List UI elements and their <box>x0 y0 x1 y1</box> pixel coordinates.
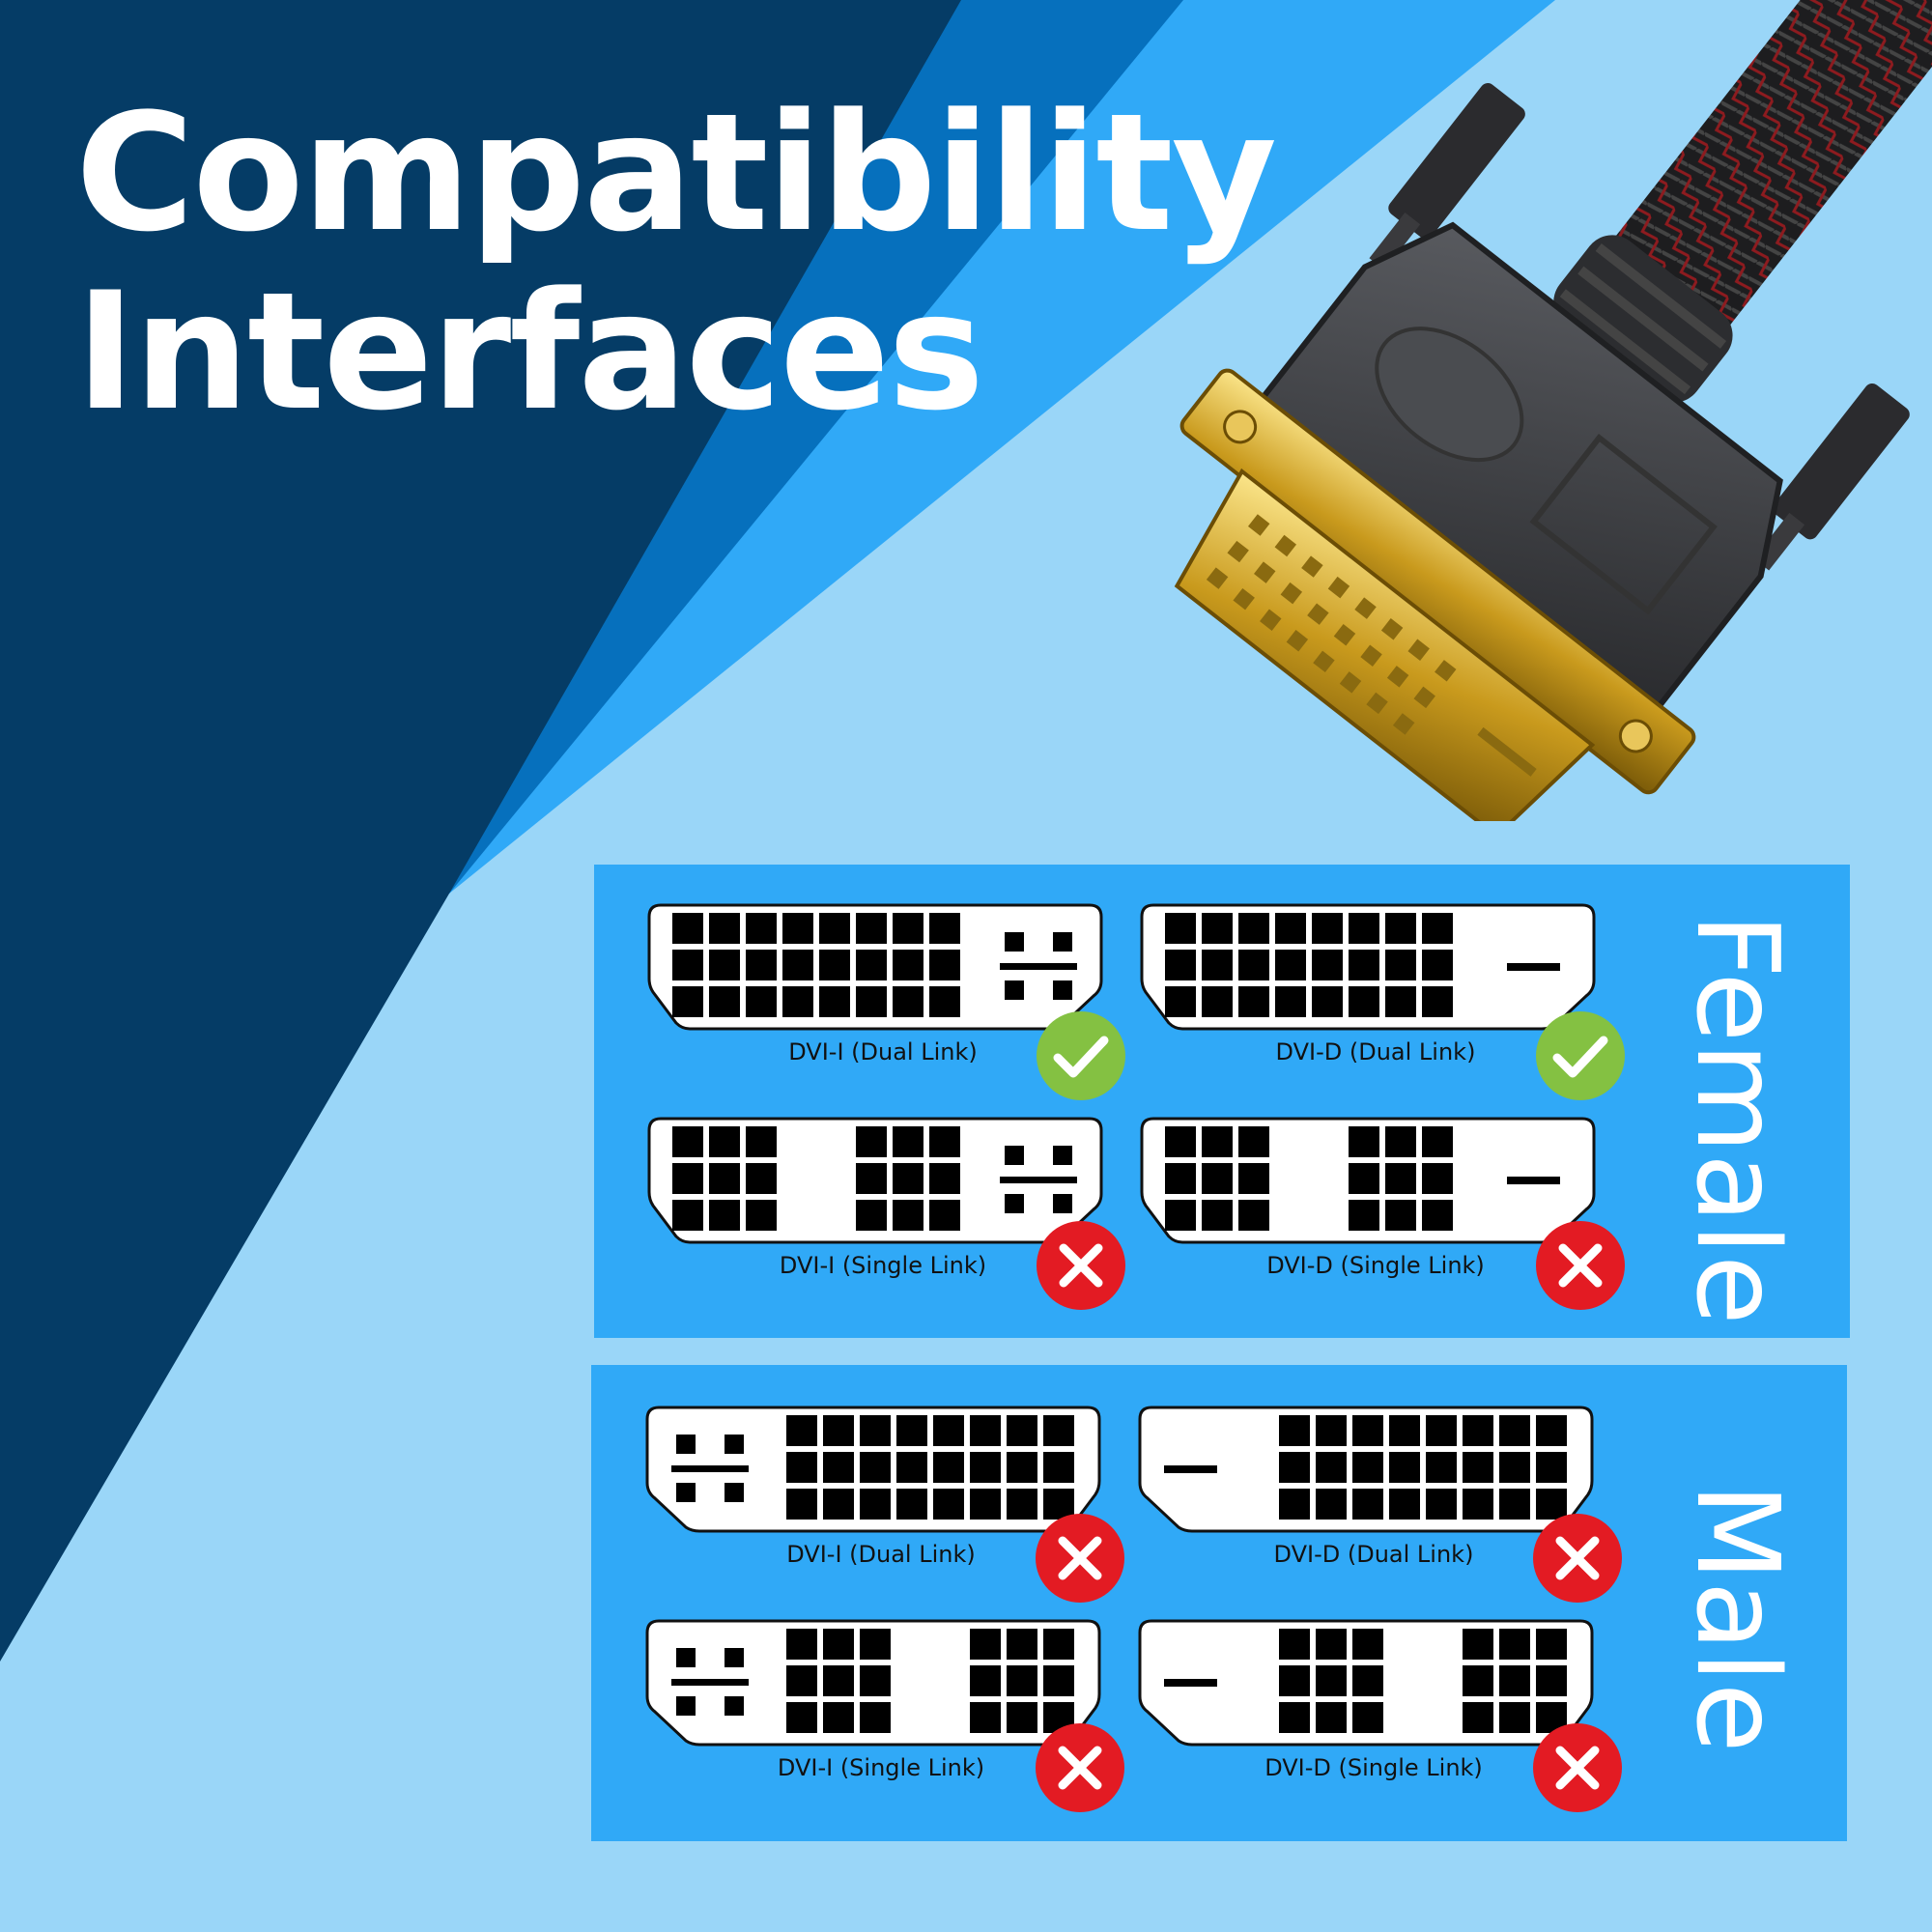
female-caption-2: DVI-D (Dual Link) <box>1275 1038 1476 1065</box>
male-dvi-i-dual-connector <box>645 1406 1101 1533</box>
male-dvi-d-single-connector <box>1138 1619 1594 1747</box>
female-label: Female <box>1671 913 1804 1325</box>
female-caption-3: DVI-I (Single Link) <box>779 1252 987 1279</box>
male-caption-4: DVI-D (Single Link) <box>1264 1754 1483 1781</box>
male-dvi-i-single-connector <box>645 1619 1101 1747</box>
male-caption-1: DVI-I (Dual Link) <box>786 1541 976 1568</box>
check-icon <box>1037 1011 1125 1100</box>
cross-icon <box>1533 1514 1622 1603</box>
male-label: Male <box>1671 1483 1804 1753</box>
female-caption-1: DVI-I (Dual Link) <box>788 1038 978 1065</box>
male-dvi-d-dual-connector <box>1138 1406 1594 1533</box>
dvi-cable-image <box>1174 0 1932 821</box>
female-dvi-i-single-connector <box>647 1117 1103 1244</box>
cross-icon <box>1533 1723 1622 1812</box>
female-dvi-d-single-connector <box>1140 1117 1596 1244</box>
male-caption-2: DVI-D (Dual Link) <box>1273 1541 1474 1568</box>
female-caption-4: DVI-D (Single Link) <box>1266 1252 1485 1279</box>
female-dvi-d-dual-connector <box>1140 903 1596 1031</box>
male-caption-3: DVI-I (Single Link) <box>777 1754 985 1781</box>
female-dvi-i-dual-connector <box>647 903 1103 1031</box>
title-line-2: Interfaces <box>75 257 984 446</box>
check-icon <box>1536 1011 1625 1100</box>
title-line-1: Compatibility <box>75 78 1277 268</box>
cross-icon <box>1036 1514 1124 1603</box>
cross-icon <box>1036 1723 1124 1812</box>
cross-icon <box>1536 1221 1625 1310</box>
cross-icon <box>1037 1221 1125 1310</box>
